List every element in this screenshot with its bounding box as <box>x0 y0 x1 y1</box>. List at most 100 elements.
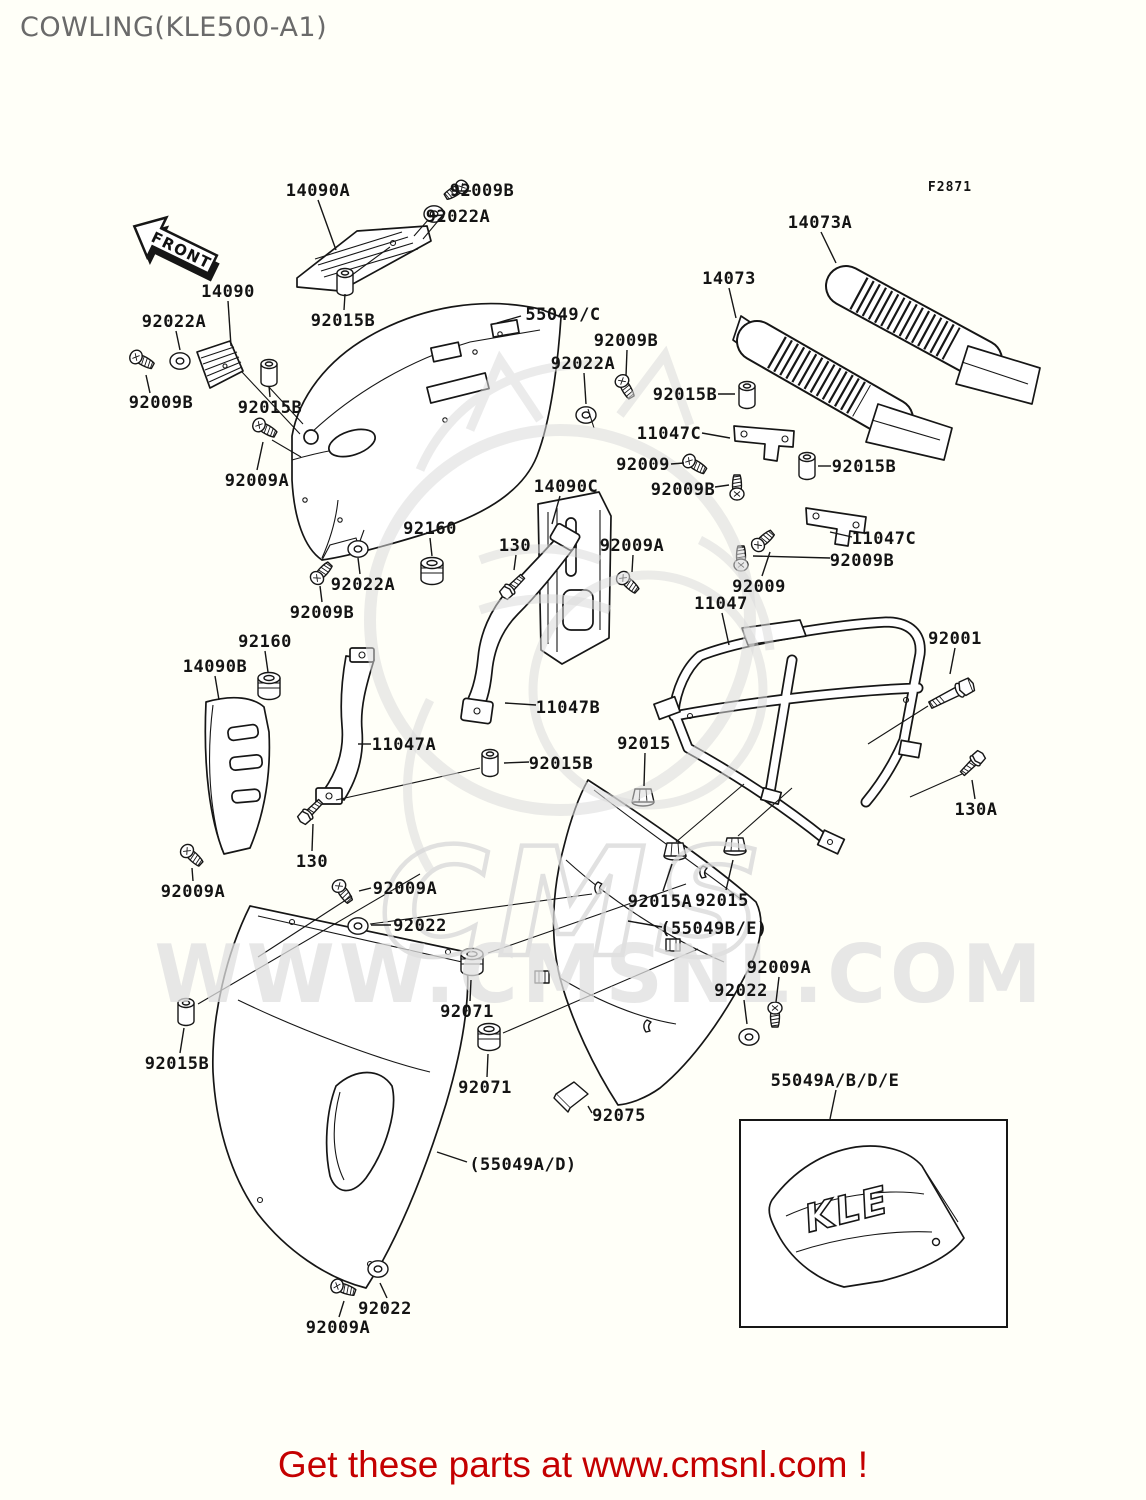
leader-line <box>721 612 730 646</box>
part-label: 92071 <box>440 1002 494 1022</box>
part-label: 92009A <box>225 471 289 491</box>
part-label: 55049A/B/D/E <box>771 1071 900 1091</box>
air-duct-left-drawing <box>732 315 953 461</box>
leader-line <box>752 555 831 559</box>
leader-line <box>319 585 323 603</box>
part-label: 14090 <box>201 282 255 302</box>
watermark-url-text: WWW.CMSNL.COM <box>154 928 1045 1021</box>
leader-line <box>436 1151 468 1163</box>
part-label: 92009B <box>830 551 894 571</box>
grommet-icon <box>477 1022 501 1052</box>
watermark-cms-text: CMS <box>379 817 770 991</box>
leader-line <box>357 557 361 575</box>
leader-line <box>379 1282 388 1299</box>
leader-line <box>358 887 372 892</box>
page-title: COWLING(KLE500-A1) <box>20 12 328 43</box>
part-label: 92022A <box>142 312 206 332</box>
bushing-icon <box>738 380 756 410</box>
bolt-icon <box>295 796 326 827</box>
leader-line <box>551 495 561 525</box>
part-label: 92009A <box>306 1318 370 1338</box>
leader-line <box>264 650 269 673</box>
leader-line <box>587 1105 593 1114</box>
leader-line <box>701 432 731 439</box>
footer-banner[interactable]: Get these parts at www.cmsnl.com ! <box>277 1444 869 1485</box>
part-label: 130A <box>955 800 998 820</box>
leader-line <box>311 823 314 852</box>
part-label: 55049/C <box>525 305 600 325</box>
pad-icon <box>553 1081 589 1113</box>
leader-line <box>496 315 522 324</box>
bracket-11047C-2-drawing <box>805 507 867 547</box>
leader-line <box>268 385 271 398</box>
part-label: 92009B <box>651 480 715 500</box>
leader-line <box>175 330 181 351</box>
leader-line <box>643 752 646 787</box>
cover-14090B-drawing <box>204 696 271 855</box>
bushing-icon <box>336 267 354 297</box>
bushing-icon <box>481 748 499 778</box>
screw-icon <box>329 876 357 907</box>
leader-line <box>214 675 220 701</box>
leader-line <box>670 462 685 465</box>
washer-icon <box>738 1028 760 1046</box>
figure-code: F2871 <box>928 180 972 195</box>
part-label: 92022 <box>358 1299 412 1319</box>
part-label: 92015B <box>653 385 717 405</box>
part-label: 92022 <box>714 981 768 1001</box>
leader-line <box>583 372 587 405</box>
cms-watermark: CMS WWW.CMSNL.COM <box>154 345 1045 1021</box>
assembly-lines <box>197 219 963 1034</box>
bolt-icon <box>926 675 978 713</box>
part-label: 92015B <box>238 398 302 418</box>
part-label: 92160 <box>403 519 457 539</box>
leader-line <box>627 920 663 928</box>
louver-14090-drawing <box>196 340 244 389</box>
part-label: 92160 <box>238 632 292 652</box>
bracket-11047C-1-drawing <box>733 425 795 462</box>
leader-line <box>971 779 976 800</box>
bracket-11047A-drawing <box>315 647 375 805</box>
leader-line <box>469 979 472 1002</box>
grommet-icon <box>257 671 281 701</box>
bushing-icon <box>798 451 816 481</box>
part-label: 92009A <box>600 536 664 556</box>
washer-icon <box>575 406 597 424</box>
part-label: 11047C <box>852 529 916 549</box>
left-lower-cowling-drawing <box>211 905 469 1289</box>
part-label: 92015B <box>311 311 375 331</box>
part-label: (55049A/D) <box>469 1155 576 1175</box>
leader-line <box>775 976 780 1003</box>
part-label: 92009B <box>594 331 658 351</box>
leader-line <box>631 554 634 573</box>
washer-icon <box>169 352 191 370</box>
leader-line <box>820 231 837 264</box>
part-label: 14090C <box>534 477 598 497</box>
part-label: 92071 <box>458 1078 512 1098</box>
screw-icon <box>249 415 280 442</box>
part-label: 92001 <box>928 629 982 649</box>
leader-line <box>227 300 232 347</box>
leader-line <box>504 702 537 706</box>
bolt-icon <box>957 748 988 779</box>
part-label: 92015B <box>529 754 593 774</box>
leader-line <box>743 999 748 1025</box>
part-label: 130 <box>499 536 531 556</box>
part-label: 92015B <box>832 457 896 477</box>
part-label: 92009A <box>373 879 437 899</box>
part-label: 14090B <box>183 657 247 677</box>
leader-line <box>343 293 346 311</box>
decal-cowling-box: KLE <box>739 1119 1008 1328</box>
leader-line <box>761 551 771 577</box>
leader-line <box>829 531 853 538</box>
part-label: 11047C <box>637 424 701 444</box>
part-label: 11047A <box>372 735 436 755</box>
bushing-icon <box>260 358 278 388</box>
screw-icon <box>126 347 157 373</box>
leader-line <box>191 867 194 882</box>
part-label: 92022 <box>393 916 447 936</box>
leader-line <box>428 214 445 217</box>
part-label: 14090A <box>286 181 350 201</box>
